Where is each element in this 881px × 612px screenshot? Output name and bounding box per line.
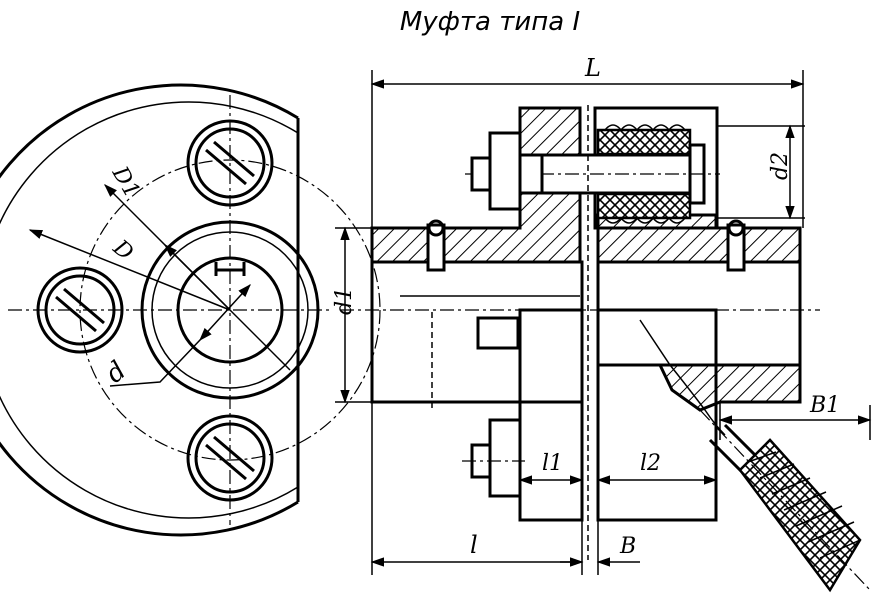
label-l2: l2 <box>640 451 661 476</box>
label-d2: d2 <box>768 152 793 180</box>
boot-axis <box>699 409 871 591</box>
label-d1: d1 <box>332 287 357 315</box>
right-hub-lower <box>657 363 802 412</box>
label-L: L <box>584 54 601 82</box>
flange-inner-rim <box>0 101 299 519</box>
left-flange-lower <box>518 308 584 522</box>
rubber-boot <box>738 438 862 593</box>
grease-fitting-right <box>726 219 746 272</box>
nut-lower <box>488 418 522 498</box>
shaft-bore-right <box>596 260 802 367</box>
shaft-bore <box>176 256 284 364</box>
end-view: D1 D d <box>0 83 381 537</box>
bolt-circle <box>79 159 381 461</box>
rubber-bushing-top <box>596 128 692 156</box>
right-half-upper <box>596 213 802 264</box>
dim-line-outer <box>28 229 231 311</box>
label-B: B <box>619 534 636 559</box>
washer-upper <box>518 153 544 195</box>
section-view: L d2 d1 l B l1 l2 B1 <box>332 54 872 593</box>
label-l: l <box>470 531 478 559</box>
label-D1: D1 <box>106 162 144 203</box>
label-B1: B1 <box>809 393 840 418</box>
break-curve <box>639 319 726 436</box>
nut-upper <box>488 131 522 211</box>
label-l1: l1 <box>542 451 563 476</box>
bolt-tip-upper <box>470 156 492 192</box>
nut-mid <box>476 316 520 350</box>
leader-d <box>109 339 201 387</box>
bolt-left <box>36 266 124 354</box>
drawing-title: Муфта типа I <box>400 7 580 37</box>
right-flange-lower <box>596 308 718 522</box>
rubber-bushing-bottom <box>596 192 692 220</box>
label-D: D <box>107 235 138 266</box>
bolt-bottom <box>186 414 274 502</box>
keyway <box>214 262 246 276</box>
flange-outline <box>0 83 300 537</box>
hub-shoulder <box>151 231 309 389</box>
bushing-waves <box>604 124 686 224</box>
grease-fitting-left <box>426 219 446 272</box>
hub-outer <box>140 220 320 400</box>
dim-line-D <box>164 244 291 371</box>
bolt-top <box>186 119 274 207</box>
dim-line-d <box>199 284 251 341</box>
